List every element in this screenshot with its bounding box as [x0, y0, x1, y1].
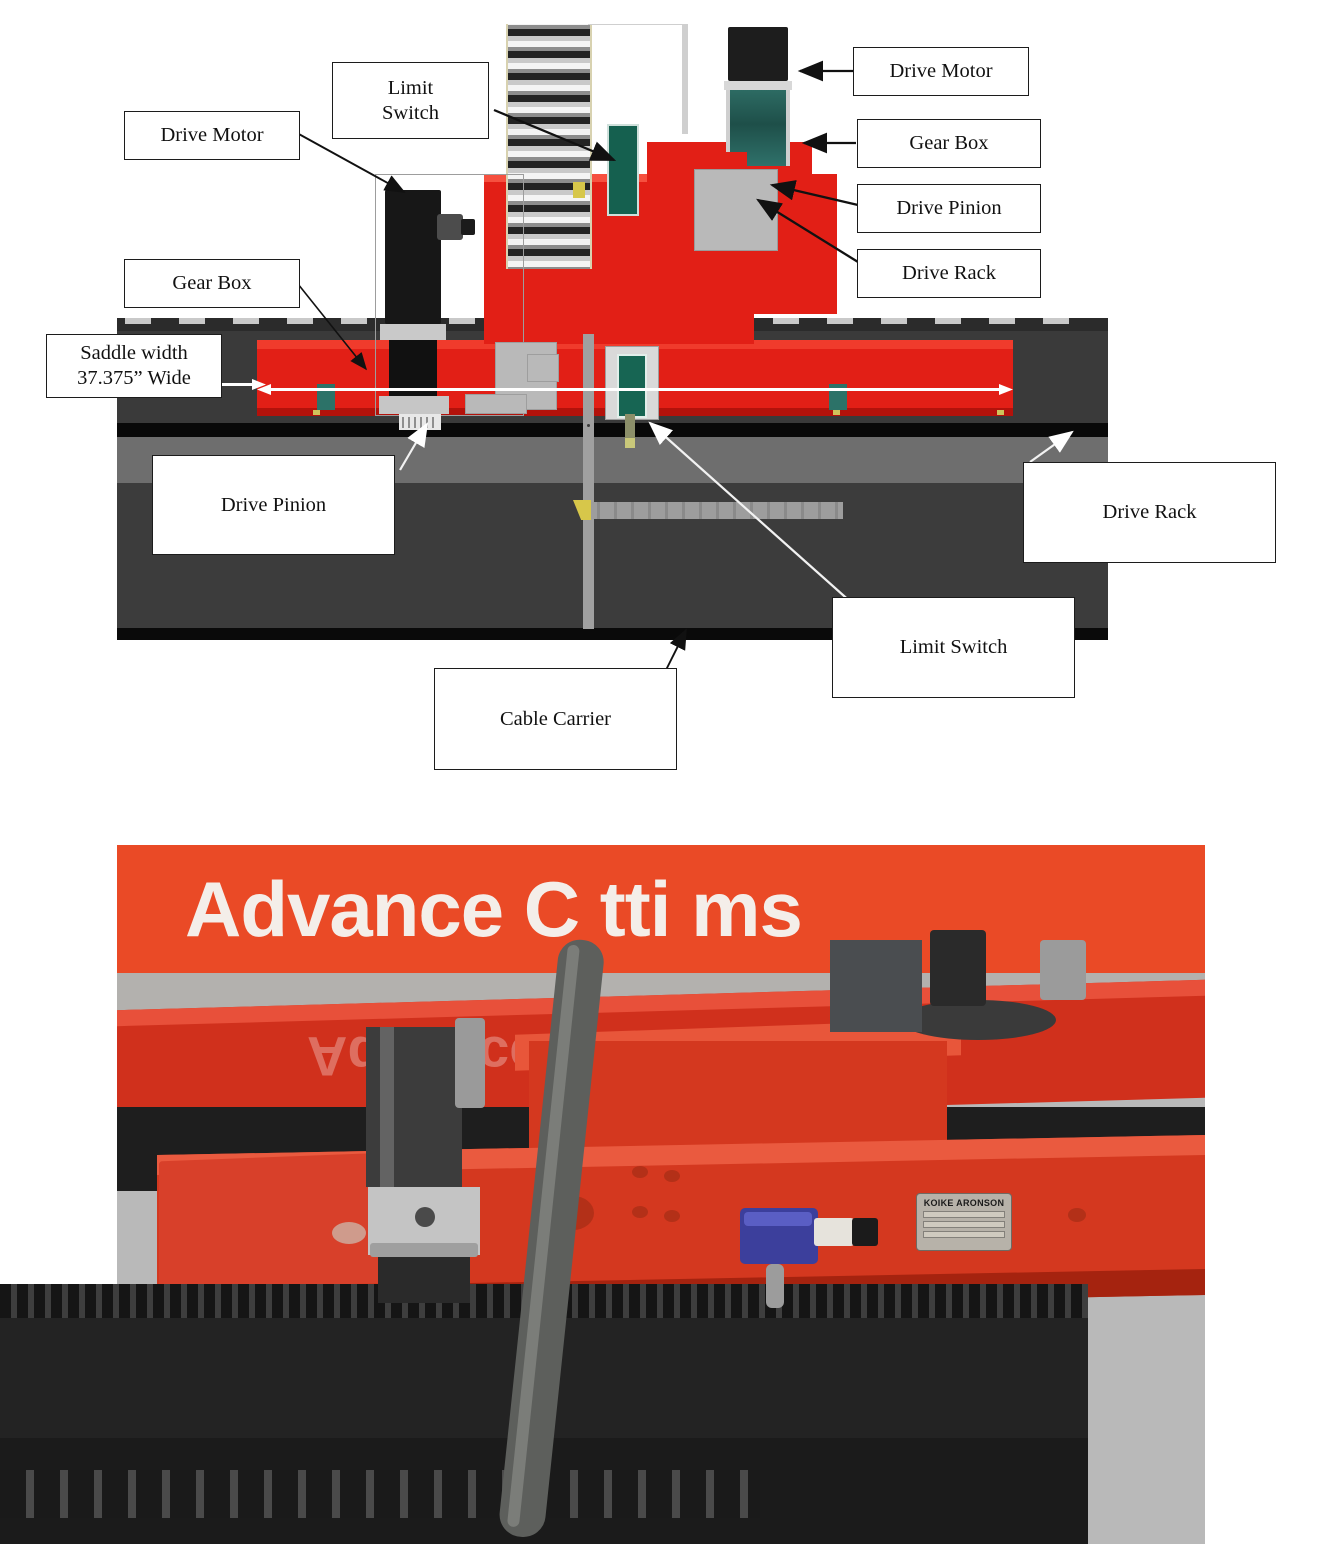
nameplate-brand: KOIKE ARONSON: [923, 1198, 1005, 1208]
callout-label: Saddle width 37.375” Wide: [77, 342, 191, 389]
photo-nameplate: KOIKE ARONSON: [916, 1193, 1012, 1251]
callout-label: Drive Rack: [902, 262, 996, 285]
cable-carrier-top-end: [573, 182, 585, 198]
callout-limit-switch-low[interactable]: Limit Switch: [832, 597, 1075, 698]
cable-carrier-horizontal: [583, 502, 843, 519]
callout-gear-box-left[interactable]: Gear Box: [124, 259, 300, 308]
saddle-width-dimension-arrow: [257, 384, 1013, 395]
callout-label: Drive Motor: [160, 124, 264, 147]
drive-rack-band: [117, 423, 1108, 437]
drive-motor-left-plug: [461, 219, 475, 235]
drive-motor-left-connector: [437, 214, 463, 240]
callout-label: Gear Box: [909, 132, 989, 155]
gear-box-right-edge-left: [726, 90, 730, 166]
drive-motor-left-body: [385, 190, 441, 324]
callout-label: Cable Carrier: [500, 707, 611, 730]
gear-box-left-top-plate: [380, 324, 446, 340]
callout-label: Drive Pinion: [220, 493, 327, 516]
callout-label: Limit Switch: [382, 76, 439, 124]
callout-label: Limit Switch: [899, 636, 1008, 659]
cad-machine-drawing: [117, 24, 1108, 650]
gear-box-right-edge-right: [786, 90, 790, 166]
photo-bolt-2: [664, 1170, 680, 1182]
drive-motor-right-flange: [724, 81, 792, 90]
callout-label: Drive Motor: [889, 60, 993, 83]
photo-torch-dish: [900, 1000, 1056, 1040]
photo-pyramid-cap: [830, 940, 922, 1032]
post-fastener: [587, 424, 590, 427]
photo-banner: [117, 845, 1205, 973]
callout-cable-carrier[interactable]: Cable Carrier: [434, 668, 677, 770]
photo-gear-box-output: [378, 1255, 470, 1303]
cad-diagram-figure: Drive Motor Limit Switch Drive Motor Gea…: [46, 24, 1276, 770]
callout-label: Gear Box: [172, 272, 252, 295]
saddle-mount-plate-c: [465, 394, 527, 414]
callout-limit-switch-top[interactable]: Limit Switch: [332, 62, 489, 139]
photo-limit-switch-connector: [814, 1218, 854, 1246]
saddle-bolt-right: [833, 410, 840, 415]
limit-switch-lower-stem: [625, 414, 635, 440]
photo-limit-switch-highlight: [744, 1212, 812, 1226]
cable-carrier-arm-drop: [682, 24, 688, 134]
callout-label: Drive Rack: [1102, 501, 1197, 524]
limit-switch-upper: [607, 124, 639, 216]
callout-label: Drive Pinion: [896, 197, 1002, 220]
photo-banner-text: Advance C tti ms: [185, 864, 803, 953]
photo-gear-box-port: [415, 1207, 435, 1227]
photo-shoulder-bolt: [332, 1222, 366, 1244]
drive-pinion-right-housing: [694, 169, 778, 251]
photo-gear-box-flange: [370, 1243, 478, 1257]
saddle-beam-highlight: [257, 340, 1013, 349]
callout-saddle-width[interactable]: Saddle width 37.375” Wide: [46, 334, 222, 398]
drive-motor-right-body: [728, 27, 788, 81]
saddle-width-leader-arrow: [218, 379, 266, 390]
photo-lower-rack: [0, 1470, 760, 1518]
callout-drive-motor-left[interactable]: Drive Motor: [124, 111, 300, 160]
saddle-bolt-left: [313, 410, 320, 415]
photo-motor-encoder: [455, 1018, 485, 1108]
photo-bolt-4: [664, 1210, 680, 1222]
callout-drive-rack-low[interactable]: Drive Rack: [1023, 462, 1276, 563]
limit-switch-lower-tip: [625, 438, 635, 448]
callout-drive-motor-right[interactable]: Drive Motor: [853, 47, 1029, 96]
callout-drive-pinion-right[interactable]: Drive Pinion: [857, 184, 1041, 233]
left-motor-bracket-outline: [375, 174, 524, 416]
callout-gear-box-right[interactable]: Gear Box: [857, 119, 1041, 168]
photo-limit-switch-trip-dog: [766, 1264, 784, 1308]
callout-drive-rack-right[interactable]: Drive Rack: [857, 249, 1041, 298]
cable-carrier-arm: [588, 24, 688, 25]
photo-torch-tip: [1040, 940, 1086, 1000]
saddle-mount-plate-b: [527, 354, 559, 382]
cable-carrier-support-post: [583, 334, 594, 629]
photo-bolt-3: [632, 1206, 648, 1218]
photo-bolt-1: [632, 1166, 648, 1178]
photo-drive-motor-highlight: [380, 1027, 394, 1187]
photo-torch-body: [930, 930, 986, 1006]
callout-drive-pinion-low[interactable]: Drive Pinion: [152, 455, 395, 555]
gear-box-left-bottom-plate: [379, 396, 449, 414]
gear-box-right-mount: [715, 152, 747, 174]
saddle-bolt-far-right: [997, 410, 1004, 415]
photo-bolt-5: [1068, 1208, 1086, 1222]
drive-pinion-left: [399, 414, 441, 430]
photo-limit-switch-plug: [852, 1218, 878, 1246]
